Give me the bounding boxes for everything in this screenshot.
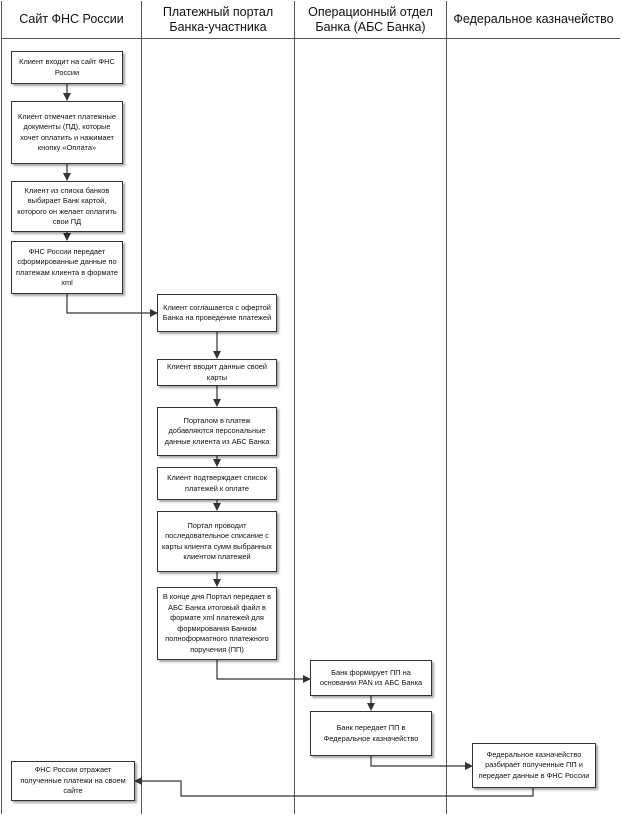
lane-divider-1 <box>141 1 142 814</box>
step-client-accepts-offer: Клиент соглашается с офертой Банка на пр… <box>157 294 277 332</box>
lane-header-portal: Платежный портал Банка-участника <box>142 1 294 39</box>
step-portal-debits-card: Портал проводит последовательное списани… <box>157 511 277 572</box>
step-client-selects-documents: Клиент отмечает платежные документы (ПД)… <box>11 101 123 164</box>
connector-12-13 <box>370 756 473 770</box>
step-fns-displays-payments: ФНС России отражает полученные платежи н… <box>11 761 135 801</box>
connector-10-11 <box>216 660 311 683</box>
step-bank-forms-pp: Банк формирует ПП на основании PAN из АБ… <box>310 660 432 696</box>
step-client-confirms-payments: Клиент подтверждает список платежей к оп… <box>157 467 277 500</box>
step-client-enters-card: Клиент вводит данные своей карты <box>157 359 277 386</box>
step-client-chooses-bank: Клиент из списка банков выбирает Банк ка… <box>11 181 123 232</box>
step-bank-sends-pp: Банк передает ПП в Федеральное казначейс… <box>310 711 432 756</box>
lane-treasury: Федеральное казначейство <box>447 1 620 814</box>
connector-4-5 <box>66 294 158 317</box>
lane-header-treasury: Федеральное казначейство <box>447 1 620 39</box>
step-treasury-processes-pp: Федеральное казначейство разбирает получ… <box>472 743 596 788</box>
connector-13-14 <box>134 777 534 797</box>
lane-divider-3 <box>446 1 447 814</box>
lane-divider-2 <box>294 1 295 814</box>
lane-header-bank: Операционный отдел Банка (АБС Банка) <box>295 1 446 39</box>
lane-header-fns: Сайт ФНС России <box>2 1 141 39</box>
step-client-enters-site: Клиент входит на сайт ФНС России <box>11 51 123 84</box>
step-portal-adds-personal-data: Порталом в платеж добавляются персональн… <box>157 407 277 456</box>
step-portal-sends-daily-file: В конце дня Портал передает в АБС Банка … <box>157 587 277 660</box>
step-fns-sends-xml: ФНС России передает сформированные данны… <box>11 241 123 294</box>
